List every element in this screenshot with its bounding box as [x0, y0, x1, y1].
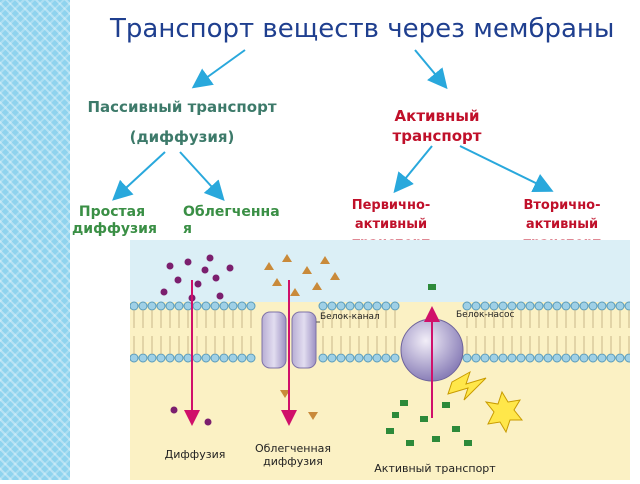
facilitated-particles — [264, 254, 340, 420]
arrow-to-secondary — [459, 145, 554, 192]
simple-diffusion-label: Простая диффузия — [72, 204, 157, 237]
decorative-sidebar — [0, 0, 70, 480]
arrow-to-active — [414, 49, 448, 90]
channel-protein-right — [291, 311, 317, 369]
outside-region — [130, 240, 630, 302]
passive-transport-label: Пассивный транспорт (диффузия) — [82, 92, 282, 152]
membrane-illustration — [129, 240, 634, 480]
energy-bolt — [447, 370, 487, 401]
active-particles — [386, 284, 472, 446]
energy-star — [484, 390, 524, 434]
arrow-to-primary — [393, 145, 433, 194]
active-transport-label: Активный транспорт — [392, 107, 482, 145]
arrow-to-facilitated — [179, 151, 225, 201]
facilitated-caption: Облегченная диффузия — [254, 442, 332, 468]
channel-protein-left — [261, 311, 287, 369]
page-title: Транспорт веществ через мембраны — [110, 14, 615, 44]
passive-line2: (диффузия) — [129, 128, 235, 146]
channel-protein-label: Белок-канал — [320, 312, 380, 322]
lipid-bilayer — [129, 301, 634, 363]
facilitated-diffusion-label: Облегченная — [183, 204, 280, 237]
diffusion-caption: Диффузия — [164, 448, 226, 461]
pump-protein-label: Белок-насос — [456, 310, 515, 320]
active-caption: Активный транспорт — [374, 462, 496, 475]
membrane-figure: Белок-канал Белок-насос Диффузия Облегче… — [129, 240, 634, 480]
cytoplasm-region — [130, 362, 630, 480]
arrow-to-simple — [112, 151, 166, 201]
passive-line1: Пассивный транспорт — [87, 98, 277, 116]
arrow-to-passive — [191, 49, 246, 89]
hierarchy-arrows — [112, 49, 554, 201]
